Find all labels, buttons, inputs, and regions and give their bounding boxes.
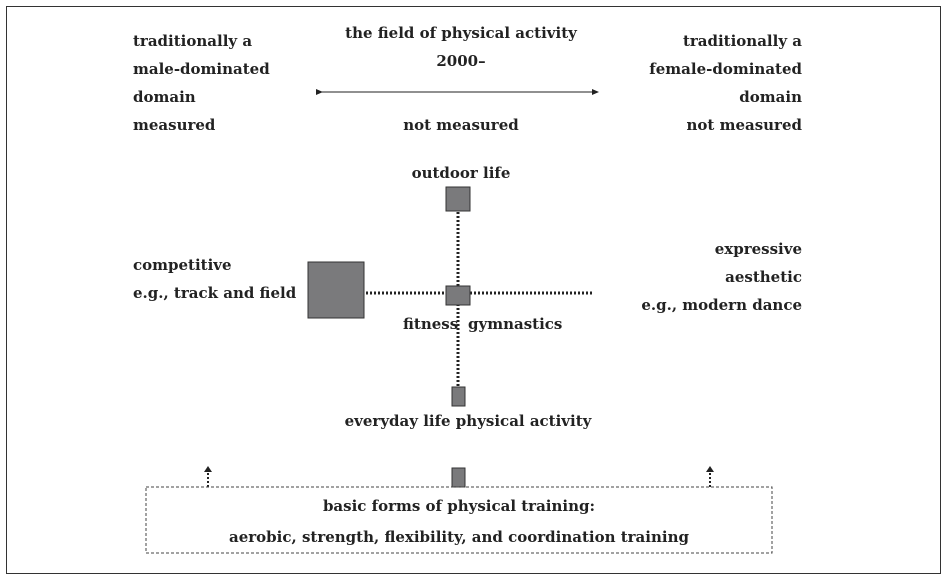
fitness-gymnastics-box bbox=[445, 285, 471, 306]
competitive-label-line-1: competitive bbox=[133, 256, 232, 274]
header-right-line-2: female-dominated bbox=[649, 60, 802, 78]
left-upward-arrowhead bbox=[204, 466, 212, 472]
header-left-line-4: measured bbox=[133, 116, 216, 134]
expressive-label-line-3: e.g., modern dance bbox=[641, 296, 802, 314]
outdoor-life-label: outdoor life bbox=[411, 164, 511, 182]
header-center-year: 2000– bbox=[436, 52, 486, 70]
figure-frame bbox=[6, 6, 941, 574]
outdoor-life-box bbox=[445, 186, 471, 212]
everyday-life-label: everyday life physical activity bbox=[344, 412, 592, 430]
basic-forms-title: basic forms of physical training: bbox=[322, 497, 596, 515]
competitive-box bbox=[307, 261, 365, 319]
header-center-status: not measured bbox=[403, 116, 519, 134]
everyday-life-box bbox=[451, 386, 466, 407]
basic-forms-box bbox=[451, 467, 466, 488]
header-center-title: the field of physical activity bbox=[345, 24, 577, 42]
basic-training-dashed-box bbox=[145, 486, 773, 554]
header-left-line-1: traditionally a bbox=[133, 32, 253, 50]
header-left-line-2: male-dominated bbox=[133, 60, 270, 78]
header-left-line-3: domain bbox=[133, 88, 196, 106]
expressive-label-line-1: expressive bbox=[714, 240, 802, 258]
right-upward-arrowhead bbox=[706, 466, 714, 472]
fitness-label: fitness bbox=[403, 315, 459, 333]
header-right-line-3: domain bbox=[739, 88, 802, 106]
basic-forms-subtitle: aerobic, strength, flexibility, and coor… bbox=[229, 528, 689, 546]
competitive-label-line-2: e.g., track and field bbox=[133, 284, 297, 302]
gymnastics-label: gymnastics bbox=[468, 315, 563, 333]
expressive-label-line-2: aesthetic bbox=[725, 268, 802, 286]
header-right-line-4: not measured bbox=[686, 116, 802, 134]
header-right-line-1: traditionally a bbox=[682, 32, 802, 50]
